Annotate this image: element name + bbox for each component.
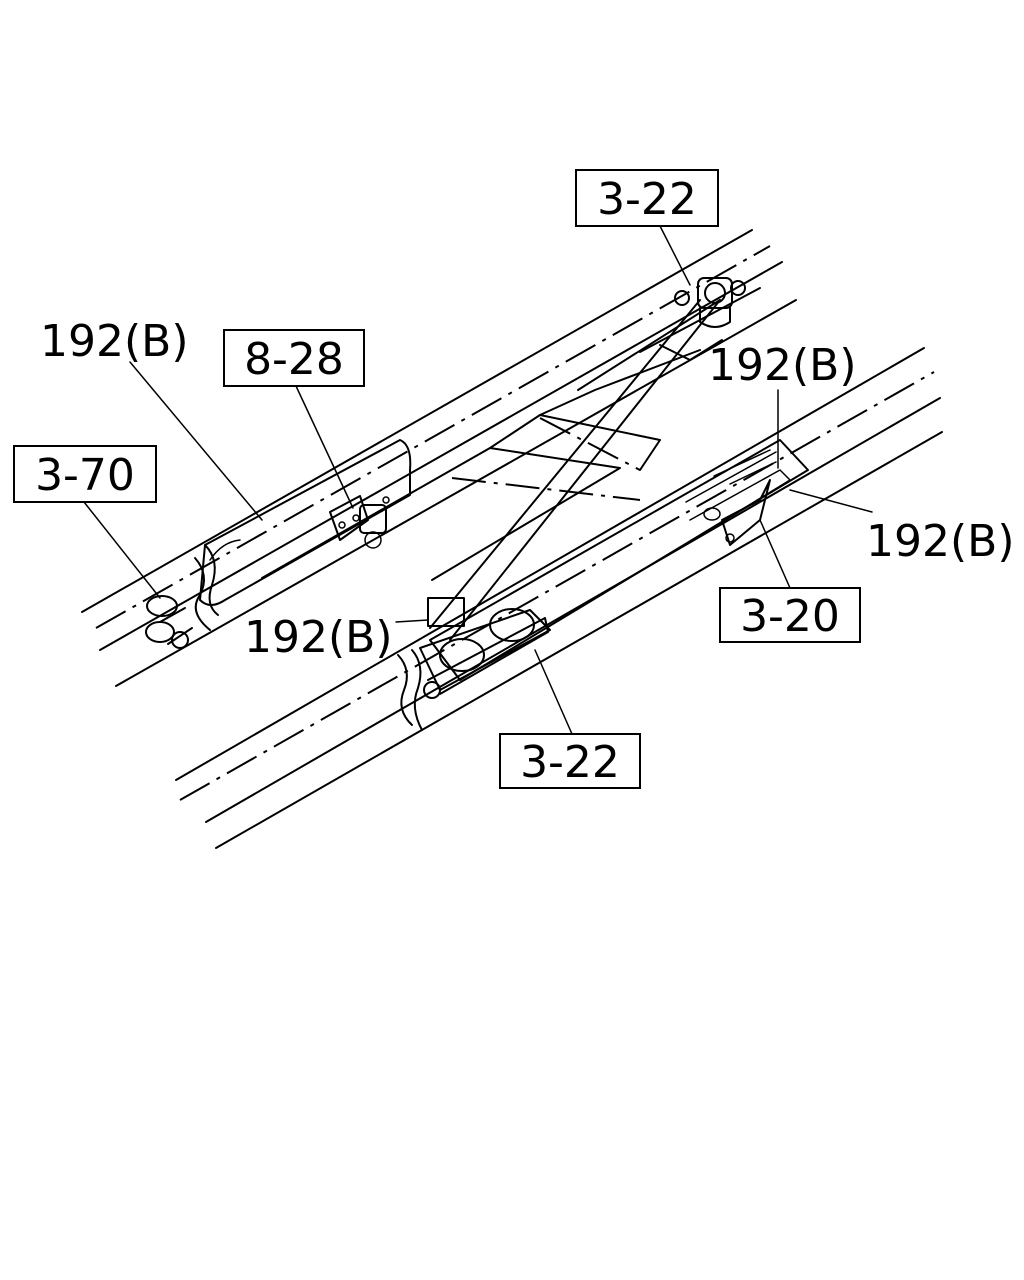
part-label-192b-upper-right: 192(B) bbox=[708, 340, 857, 391]
part-label-192b-center: 192(B) bbox=[244, 612, 393, 663]
component-3-20 bbox=[703, 449, 777, 546]
callout-3-70: 3-70 bbox=[13, 445, 157, 503]
part-label-192b-right: 192(B) bbox=[866, 516, 1015, 567]
callout-3-22-top: 3-22 bbox=[575, 169, 719, 227]
callout-8-28: 8-28 bbox=[223, 329, 365, 387]
bracket-3-22-bottom bbox=[419, 597, 551, 699]
fitting-3-70 bbox=[145, 595, 193, 649]
cross-members bbox=[261, 287, 809, 681]
valve-3-22-top bbox=[674, 277, 746, 328]
part-label-192b-upper-left: 192(B) bbox=[40, 316, 189, 367]
valve-8-28 bbox=[329, 495, 390, 549]
svg-text:3-22: 3-22 bbox=[597, 174, 697, 225]
svg-text:3-22: 3-22 bbox=[520, 737, 620, 788]
left-frame-rail bbox=[81, 229, 797, 687]
svg-text:3-70: 3-70 bbox=[35, 450, 135, 501]
svg-text:3-20: 3-20 bbox=[740, 591, 840, 642]
svg-text:8-28: 8-28 bbox=[244, 334, 344, 385]
right-frame-rail bbox=[175, 347, 943, 849]
callout-3-20: 3-20 bbox=[719, 587, 861, 643]
leader-lines bbox=[83, 225, 873, 735]
callout-3-22-bottom: 3-22 bbox=[499, 733, 641, 789]
